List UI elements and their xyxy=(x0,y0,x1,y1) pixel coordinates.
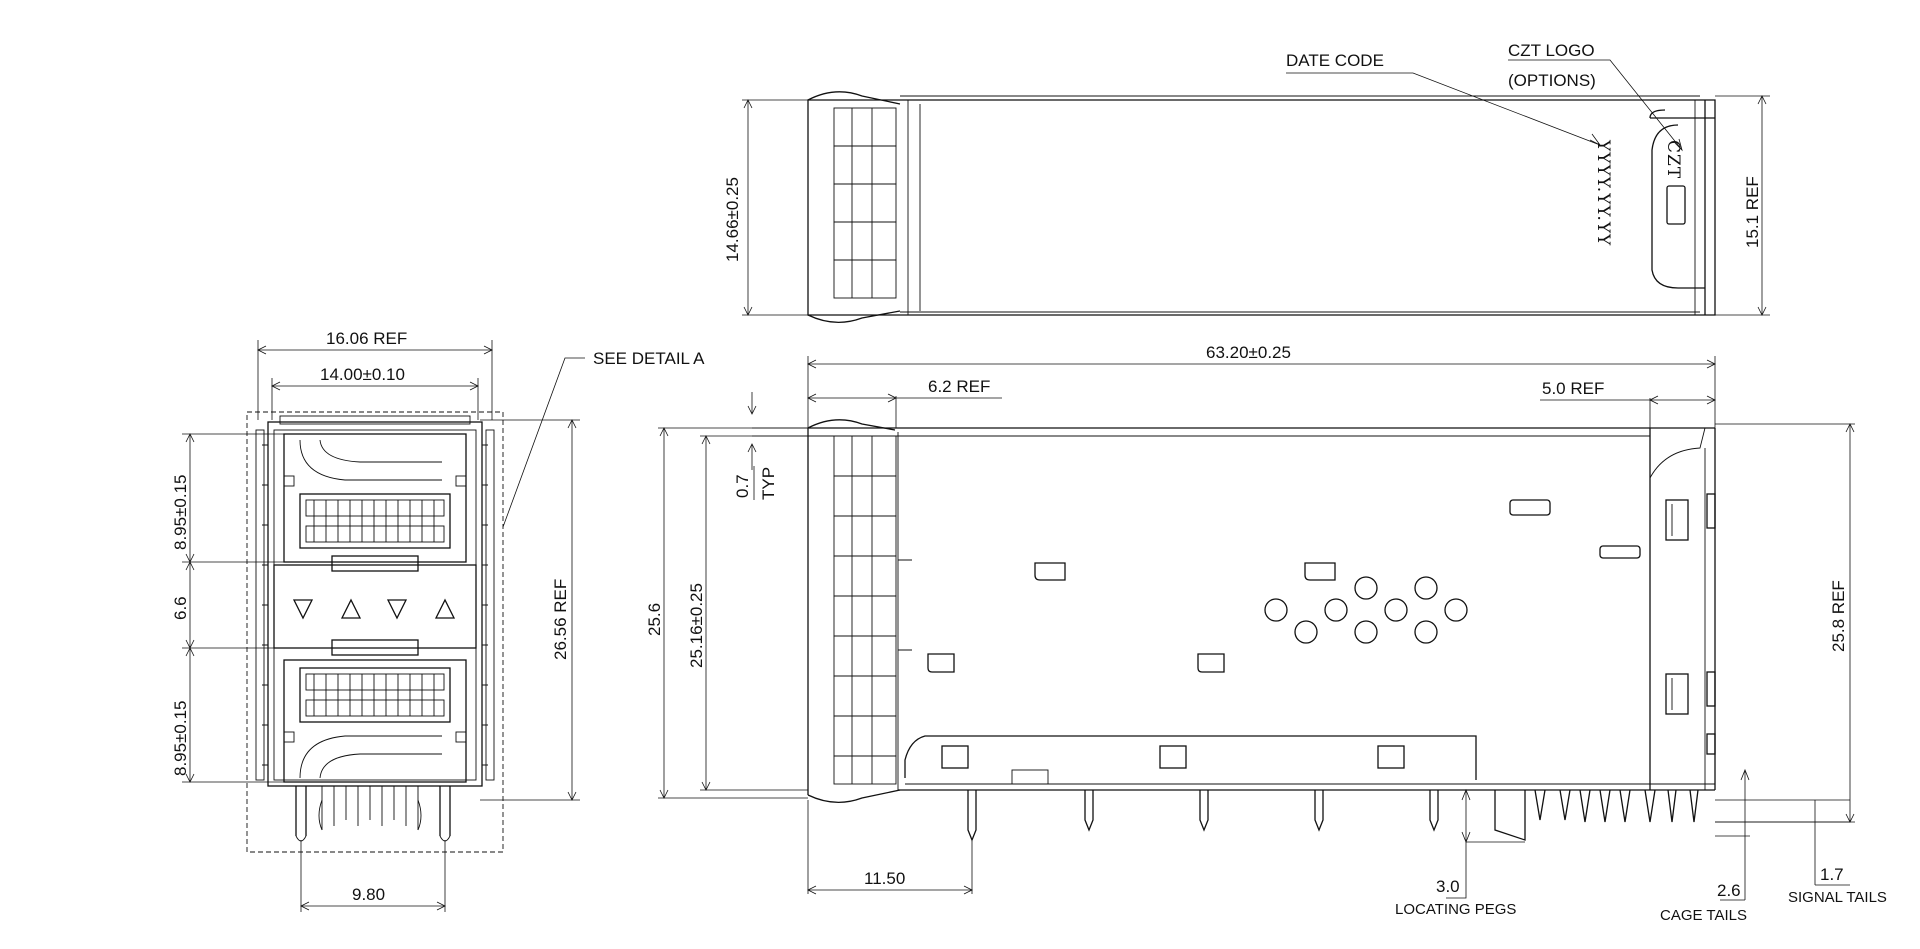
port-height-top-dim: 8.95±0.15 xyxy=(171,474,190,550)
date-code-label: DATE CODE xyxy=(1286,51,1384,70)
side-height-total: 25.6 xyxy=(645,603,664,636)
cage-tail-dim: 2.6 xyxy=(1717,881,1741,900)
logo-label-line1: CZT LOGO xyxy=(1508,41,1595,60)
thickness-note: TYP xyxy=(759,467,778,500)
lower-port xyxy=(283,659,467,783)
front-view-side-springs xyxy=(255,429,495,781)
front-overall-height-ref: 26.56 REF xyxy=(551,579,570,660)
top-view: YYYY.YY.YY CZT DATE CODE CZT LOGO (OPTIO… xyxy=(723,41,1770,323)
top-height-dim: 14.66±0.25 xyxy=(723,177,742,262)
side-height-body: 25.16±0.25 xyxy=(687,583,706,668)
peg-length-dim: 3.0 xyxy=(1436,877,1460,896)
see-detail-label: SEE DETAIL A xyxy=(593,349,705,368)
side-length-dim: 63.20±0.25 xyxy=(1206,343,1291,362)
thickness-value: 0.7 xyxy=(733,474,752,498)
front-offset-dim: 11.50 xyxy=(864,869,905,888)
middle-band-arrows xyxy=(292,598,456,620)
logo-marking: CZT xyxy=(1663,140,1683,179)
front-ref-dim: 6.2 REF xyxy=(928,377,990,396)
signal-tails-label: SIGNAL TAILS xyxy=(1788,889,1887,906)
gap-dim: 6.6 xyxy=(171,596,190,620)
vent-holes xyxy=(1264,576,1468,644)
side-view-tails xyxy=(967,789,1699,842)
front-width-dim: 14.00±0.10 xyxy=(320,365,405,384)
port-height-bottom-dim: 8.95±0.15 xyxy=(171,700,190,776)
signal-tail-dim: 1.7 xyxy=(1820,865,1844,884)
top-ref-height-dim: 15.1 REF xyxy=(1743,176,1762,248)
cage-tails-label: CAGE TAILS xyxy=(1660,907,1747,924)
front-overall-width-ref: 16.06 REF xyxy=(326,329,407,348)
locating-pegs-label: LOCATING PEGS xyxy=(1395,901,1516,918)
rear-height-ref: 25.8 REF xyxy=(1829,580,1848,652)
rear-latches xyxy=(1665,493,1716,755)
top-view-louvers xyxy=(833,107,897,299)
side-view-features xyxy=(927,499,1641,785)
rear-ref-dim: 5.0 REF xyxy=(1542,379,1604,398)
front-view-pins xyxy=(295,786,451,842)
front-view: 16.06 REF 14.00±0.10 SEE DETAIL A 8.95±0… xyxy=(171,329,705,912)
side-view: 63.20±0.25 6.2 REF 5.0 REF 0.7 TYP 25.6 … xyxy=(645,343,1887,924)
date-code-marking: YYYY.YY.YY xyxy=(1593,139,1613,246)
upper-port xyxy=(283,433,467,563)
peg-spacing-dim: 9.80 xyxy=(352,885,385,904)
logo-label-line2: (OPTIONS) xyxy=(1508,71,1596,90)
side-view-louvers xyxy=(833,435,897,785)
